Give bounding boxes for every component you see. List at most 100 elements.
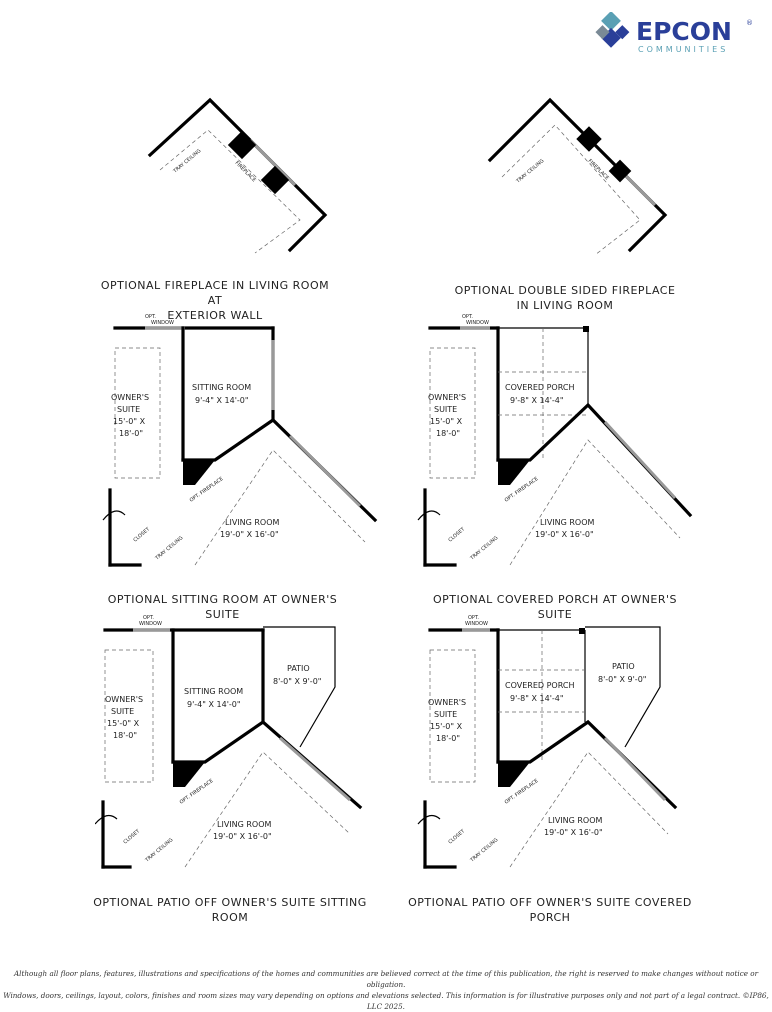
- living-room-label: LIVING ROOM: [540, 518, 595, 527]
- closet-label: CLOSET: [122, 828, 141, 846]
- owners-suite-label: SUITE: [434, 405, 457, 414]
- caption-line: IN LIVING ROOM: [516, 299, 614, 312]
- closet-label: CLOSET: [132, 526, 151, 544]
- tray-ceiling-line: [159, 129, 301, 254]
- caption-panel-6: OPTIONAL PATIO OFF OWNER'S SUITE COVERED…: [408, 896, 692, 924]
- brand-name: EPCON: [636, 17, 732, 46]
- fireplace-label: FIREPLACE: [587, 158, 610, 181]
- fireplace-block: [227, 130, 257, 160]
- post: [583, 326, 589, 332]
- door-swing: [95, 814, 118, 825]
- owners-suite-label: OWNER'S: [428, 698, 466, 707]
- sitting-room-label: SITTING ROOM: [184, 687, 243, 696]
- opt-window-label: OPT.: [462, 314, 473, 320]
- caption-panel-1: OPTIONAL FIREPLACE IN LIVING ROOM AT EXT…: [95, 278, 335, 323]
- tray-ceiling-label: TRAY CEILING: [154, 535, 185, 562]
- patio-dimensions: 8'-0" X 9'-0": [598, 675, 646, 684]
- legal-disclaimer: Although all floor plans, features, illu…: [0, 968, 772, 1012]
- panel-patio-sitting-room: OPT. WINDOW OWNER'S SUITE 15'-0" X 18'-0…: [95, 615, 363, 869]
- tray-ceiling-line: [184, 751, 351, 868]
- living-room-label: LIVING ROOM: [217, 820, 272, 829]
- exterior-wall: [147, 97, 328, 253]
- owners-suite-label: 15'-0" X: [107, 719, 140, 728]
- exterior-wall: [181, 417, 378, 523]
- panel-fireplace-exterior-wall: TRAY CEILING FIREPLACE: [147, 97, 328, 254]
- registered-mark: ®: [746, 19, 753, 27]
- tray-ceiling-label: TRAY CEILING: [144, 837, 175, 864]
- tray-ceiling-line: [509, 439, 681, 566]
- window: [603, 736, 667, 802]
- opt-window-label: OPT.: [145, 314, 156, 320]
- opt-window-label: OPT.: [143, 615, 154, 621]
- owners-suite-outline: [114, 347, 161, 479]
- window: [279, 736, 351, 802]
- disclaimer-line: Windows, doors, ceilings, layout, colors…: [3, 991, 769, 1011]
- fireplace-label: FIREPLACE: [234, 160, 257, 183]
- opt-window-label: WINDOW: [139, 621, 162, 627]
- caption-panel-2: OPTIONAL DOUBLE SIDED FIREPLACE IN LIVIN…: [440, 283, 690, 313]
- fireplace-block: [498, 460, 530, 485]
- owners-suite-label: 15'-0" X: [430, 417, 463, 426]
- owners-suite-label: OWNER'S: [105, 695, 143, 704]
- owners-suite-label: 18'-0": [436, 734, 460, 743]
- panel-double-sided-fireplace: TRAY CEILING FIREPLACE: [487, 97, 668, 256]
- covered-porch-dimensions: 9'-8" X 14'-4": [510, 396, 564, 405]
- owners-suite-label: SUITE: [117, 405, 140, 414]
- epcon-logo: EPCON ® COMMUNITIES: [590, 10, 760, 58]
- caption-line: EXTERIOR WALL: [167, 309, 263, 322]
- panel-patio-covered-porch: OPT. WINDOW OWNER'S SUITE 15'-0" X 18'-0…: [417, 615, 678, 869]
- opt-window-label: WINDOW: [151, 320, 174, 326]
- tray-ceiling-label: TRAY CEILING: [172, 148, 203, 175]
- opt-window-label: OPT.: [468, 615, 479, 621]
- caption-panel-5: OPTIONAL PATIO OFF OWNER'S SUITE SITTING…: [93, 896, 367, 924]
- owners-suite-label: 18'-0": [113, 731, 137, 740]
- covered-porch-label: COVERED PORCH: [505, 383, 574, 392]
- living-room-dimensions: 19'-0" X 16'-0": [220, 530, 279, 539]
- owners-suite-label: 15'-0" X: [430, 722, 463, 731]
- fireplace-block: [260, 165, 290, 195]
- window: [603, 420, 677, 500]
- sitting-room-dimensions: 9'-4" X 14'-0": [187, 700, 241, 709]
- patio-label: PATIO: [287, 664, 310, 673]
- living-room-dimensions: 19'-0" X 16'-0": [535, 530, 594, 539]
- opt-window-label: WINDOW: [465, 621, 488, 627]
- epcon-logo-icon: EPCON ® COMMUNITIES: [595, 10, 753, 54]
- fireplace-block: [173, 762, 205, 787]
- exterior-wall: [487, 97, 668, 253]
- door-swing: [417, 510, 441, 521]
- window: [288, 434, 362, 508]
- fireplace-block: [183, 460, 215, 485]
- living-room-label: LIVING ROOM: [225, 518, 280, 527]
- window: [248, 138, 297, 187]
- disclaimer-line: Although all floor plans, features, illu…: [13, 969, 759, 989]
- sitting-room-dimensions: 9'-4" X 14'-0": [195, 396, 249, 405]
- sitting-room-label: SITTING ROOM: [192, 383, 251, 392]
- tray-ceiling-label: TRAY CEILING: [515, 158, 546, 185]
- patio-label: PATIO: [612, 662, 635, 671]
- covered-porch-dimensions: 9'-8" X 14'-4": [510, 694, 564, 703]
- owners-suite-label: 15'-0" X: [113, 417, 146, 426]
- owners-suite-outline: [429, 347, 476, 479]
- owners-suite-label: OWNER'S: [428, 393, 466, 402]
- fireplace-block: [498, 762, 530, 787]
- patio-outline: [585, 626, 661, 748]
- post: [579, 628, 585, 634]
- owners-suite-outline: [429, 649, 476, 783]
- patio-dimensions: 8'-0" X 9'-0": [273, 677, 321, 686]
- covered-porch-label: COVERED PORCH: [505, 681, 574, 690]
- brand-tagline: COMMUNITIES: [638, 45, 728, 54]
- tray-ceiling-line: [501, 124, 641, 256]
- tray-ceiling-line: [509, 751, 669, 868]
- panel-covered-porch: OPT. WINDOW OWNER'S SUITE 15'-0" X 18'-0…: [417, 314, 693, 567]
- caption-line: OPTIONAL FIREPLACE IN LIVING ROOM AT: [100, 279, 330, 307]
- owners-suite-label: SUITE: [434, 710, 457, 719]
- door-swing: [102, 510, 126, 521]
- panel-sitting-room: OPT. WINDOW OWNER'S SUITE 15'-0" X 18'-0…: [102, 314, 378, 567]
- owners-suite-label: 18'-0": [436, 429, 460, 438]
- caption-line: OPTIONAL DOUBLE SIDED FIREPLACE: [454, 284, 676, 297]
- owners-suite-label: SUITE: [111, 707, 134, 716]
- fireplace-block: [576, 126, 602, 152]
- closet-label: CLOSET: [447, 526, 466, 544]
- owners-suite-outline: [104, 649, 154, 783]
- living-room-dimensions: 19'-0" X 16'-0": [213, 832, 272, 841]
